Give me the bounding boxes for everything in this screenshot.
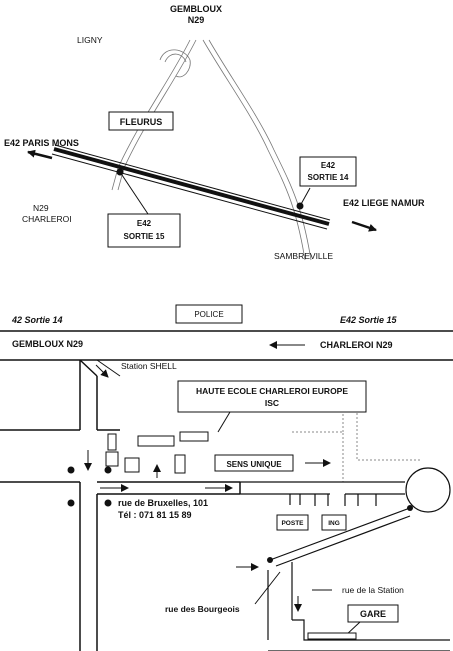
exit-15-line2: SORTIE 15 <box>124 232 165 241</box>
e42-east-label: E42 LIEGE NAMUR <box>343 198 425 208</box>
n29-charleroi-line1: N29 <box>33 203 49 213</box>
exit-14-leader <box>299 187 311 207</box>
exit-14-box <box>299 156 357 187</box>
ing-box <box>321 514 347 531</box>
rue-de-la-station-road <box>269 507 411 561</box>
police-label: POLICE <box>194 310 223 319</box>
arrow-west <box>27 149 53 160</box>
ligny-label: LIGNY <box>77 35 103 45</box>
sens-unique-box <box>214 454 294 472</box>
address-line1: rue de Bruxelles, 101 <box>118 498 208 508</box>
fleurus-label: FLEURUS <box>120 117 163 127</box>
sambreville-label: SAMBREVILLE <box>274 251 333 261</box>
lower-map: POLICE 42 Sortie 14 E42 Sortie 15 GEMBLO… <box>0 304 453 651</box>
n29-charleroi-line2: CHARLEROI <box>22 214 72 224</box>
rue-de-la-station-road-2 <box>275 515 411 567</box>
sortie14-label: 42 Sortie 14 <box>11 315 63 325</box>
upper-map: GEMBLOUX N29 LIGNY FLEURUS E42 PARIS MON… <box>4 4 425 261</box>
poste-box <box>276 514 309 531</box>
station-shell-label: Station SHELL <box>121 361 177 371</box>
school-leader <box>217 411 231 433</box>
sortie15-label: E42 Sortie 15 <box>340 315 398 325</box>
arrow-east <box>351 220 377 232</box>
address-line2: Tél : 071 81 15 89 <box>118 510 192 520</box>
side-streets <box>289 494 377 506</box>
charleroi-n29-road-label: CHARLEROI N29 <box>320 340 393 350</box>
buildings <box>105 431 209 474</box>
roundabout-roads <box>240 481 405 495</box>
sens-unique-label: SENS UNIQUE <box>226 460 282 469</box>
gembloux-n29-label: N29 <box>188 15 205 25</box>
school-line1: HAUTE ECOLE CHARLEROI EUROPE <box>196 386 348 396</box>
street-grid <box>0 359 241 651</box>
rue-de-la-station-label: rue de la Station <box>342 585 404 595</box>
gare-platform <box>307 632 357 640</box>
school-line2: ISC <box>265 398 279 408</box>
gare-box <box>347 604 399 623</box>
exit-14-line1: E42 <box>321 161 336 170</box>
rue-des-bourgeois <box>267 562 450 651</box>
school-box <box>177 380 367 413</box>
shell-arrow <box>95 364 109 378</box>
roundabout <box>405 467 451 513</box>
e42-west-label: E42 PARIS MONS <box>4 138 79 148</box>
fleurus-loop <box>159 49 191 78</box>
e42-motorway <box>51 144 331 230</box>
fleurus-box <box>108 111 174 131</box>
exit-15-line1: E42 <box>137 219 152 228</box>
exit-15-box <box>107 213 181 248</box>
ing-label: ING <box>328 520 340 527</box>
gembloux-label: GEMBLOUX <box>170 4 222 14</box>
shell-access-road <box>96 359 121 377</box>
exit-15-leader <box>119 171 149 215</box>
dotted-area-outline <box>292 413 420 483</box>
gare-label: GARE <box>360 609 386 619</box>
rue-des-bourgeois-label: rue des Bourgeois <box>165 604 240 614</box>
police-box <box>175 304 243 324</box>
exit-14-line2: SORTIE 14 <box>308 173 349 182</box>
gembloux-n29-road-label: GEMBLOUX N29 <box>12 339 83 349</box>
poste-label: POSTE <box>281 520 304 527</box>
bourgeois-leader <box>254 571 281 605</box>
